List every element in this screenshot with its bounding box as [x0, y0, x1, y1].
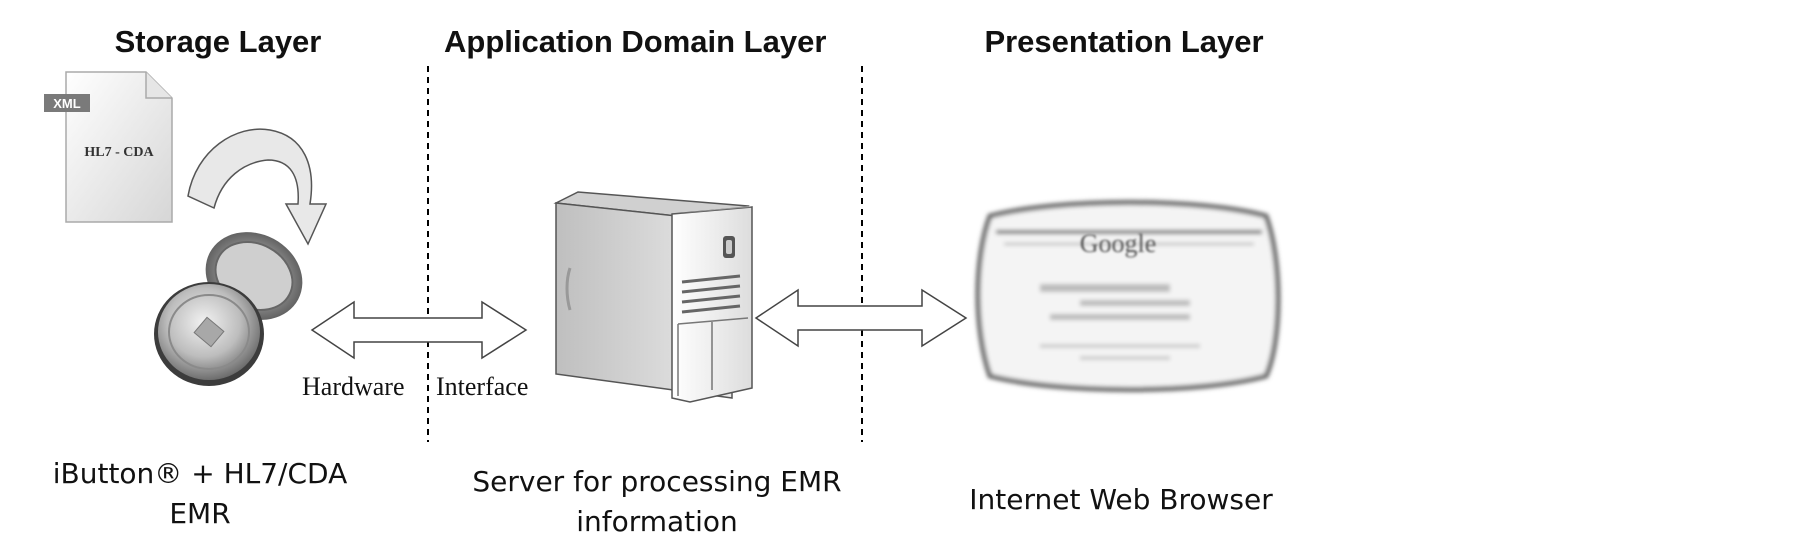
server-icon: [553, 191, 753, 403]
ibutton-icon: [154, 232, 303, 386]
xml-document-icon: XML HL7 - CDA: [44, 71, 173, 223]
storage-layer-title: Storage Layer: [114, 24, 322, 59]
presentation-layer-title: Presentation Layer: [984, 24, 1264, 59]
presentation-caption: Internet Web Browser: [969, 483, 1273, 516]
application-layer-title: Application Domain Layer: [444, 24, 827, 59]
storage-caption: iButton® + HL7/CDA EMR: [52, 457, 348, 530]
hardware-label: Hardware: [302, 372, 405, 401]
xml-badge-text: XML: [53, 96, 81, 111]
browser-window-icon: [975, 200, 1281, 392]
xml-badge: [44, 94, 90, 112]
curved-arrow-icon: [187, 128, 328, 246]
application-caption: Server for processing EMR information: [472, 465, 842, 538]
google-logo: Google: [1080, 229, 1157, 258]
network-arrow: [754, 288, 968, 348]
hl7-cda-label: HL7 - CDA: [84, 145, 154, 160]
hardware-interface-arrow: [310, 300, 528, 360]
interface-label: Interface: [436, 372, 529, 401]
